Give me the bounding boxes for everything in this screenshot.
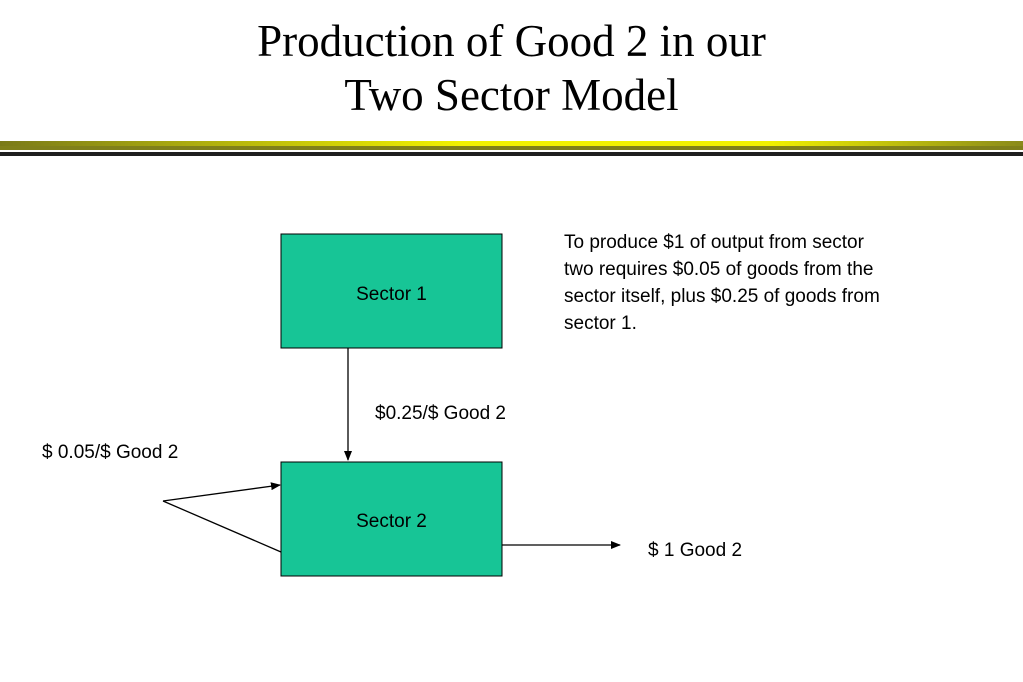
sector-1-node: Sector 1 xyxy=(280,233,503,349)
slide-title: Production of Good 2 in our Two Sector M… xyxy=(0,14,1023,122)
sector-2-box xyxy=(280,461,503,577)
divider-yellow-band xyxy=(0,141,1023,146)
explanation-note: To produce $1 of output from sector two … xyxy=(564,229,984,337)
note-line-1: To produce $1 of output from sector xyxy=(564,232,864,253)
self-loop-line-out xyxy=(162,500,282,553)
sector-1-label: Sector 1 xyxy=(356,284,427,305)
title-line-1: Production of Good 2 in our xyxy=(257,16,766,66)
flow-label-sector1-to-sector2: $0.25/$ Good 2 xyxy=(375,403,506,424)
sector-2-node: Sector 2 xyxy=(280,461,503,577)
sector-1-box xyxy=(280,233,503,349)
title-divider xyxy=(0,141,1023,156)
note-line-3: sector itself, plus $0.25 of goods from xyxy=(564,286,880,307)
divider-dark-band xyxy=(0,152,1023,156)
title-line-2: Two Sector Model xyxy=(344,70,679,120)
flow-label-sector2-self: $ 0.05/$ Good 2 xyxy=(42,442,178,463)
divider-olive-band xyxy=(0,146,1023,150)
self-loop-arrow-in xyxy=(162,482,281,502)
note-line-4: sector 1. xyxy=(564,313,637,334)
note-line-2: two requires $0.05 of goods from the xyxy=(564,259,874,280)
flow-label-sector2-output: $ 1 Good 2 xyxy=(648,540,742,561)
sector-2-label: Sector 2 xyxy=(356,511,427,532)
